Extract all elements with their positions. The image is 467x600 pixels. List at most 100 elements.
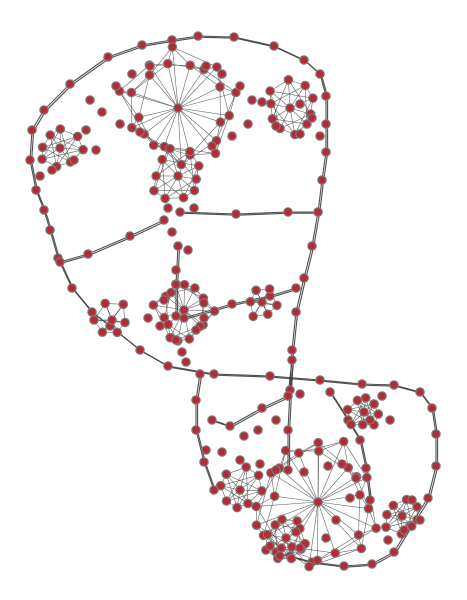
graph-node: [321, 533, 331, 543]
graph-edge: [197, 35, 235, 38]
graph-edge: [335, 527, 377, 554]
graph-edge: [177, 107, 217, 141]
graph-node: [389, 547, 399, 557]
graph-edge: [149, 74, 179, 109]
graph-edge: [237, 212, 290, 216]
graph-node: [357, 419, 368, 430]
graph-edge: [175, 245, 179, 285]
graph-edge: [274, 450, 286, 497]
graph-node: [83, 249, 93, 259]
graph-node: [126, 87, 137, 98]
graph-node: [308, 93, 318, 103]
graph-node: [362, 472, 372, 483]
graph-node: [253, 470, 264, 481]
graph-node: [299, 55, 309, 65]
graph-edge: [385, 499, 407, 528]
graph-node: [313, 207, 323, 217]
graph-node: [415, 515, 425, 525]
graph-node: [315, 69, 325, 79]
graph-node: [248, 311, 258, 322]
graph-node: [299, 273, 309, 283]
graph-edge: [167, 63, 179, 109]
graph-edge: [49, 135, 57, 167]
graph-node: [134, 112, 144, 123]
graph-edge: [45, 84, 72, 112]
graph-edge: [119, 90, 140, 118]
graph-edge: [195, 429, 205, 463]
graph-edge: [317, 467, 349, 503]
graph-edge: [167, 365, 215, 375]
graph-node: [171, 265, 181, 275]
graph-node: [191, 174, 201, 184]
graph-node: [269, 491, 280, 501]
graph-node: [383, 535, 393, 545]
graph-node: [251, 501, 262, 512]
graph-node: [148, 300, 159, 310]
graph-node: [221, 496, 232, 506]
graph-node: [323, 461, 333, 471]
graph-edge: [317, 476, 357, 503]
graph-node: [151, 171, 161, 181]
graph-node: [373, 409, 384, 419]
graph-edge: [317, 534, 359, 561]
graph-edge: [153, 304, 185, 311]
graph-edge: [161, 159, 166, 199]
graph-node: [345, 493, 355, 503]
graph-node: [159, 215, 169, 225]
graph-edge: [177, 107, 221, 123]
graph-node: [45, 225, 55, 235]
graph-node: [315, 131, 325, 141]
graph-node: [325, 387, 335, 397]
graph-node: [283, 465, 293, 475]
graph-node: [257, 97, 267, 107]
graph-node: [241, 462, 251, 472]
graph-node: [81, 125, 91, 135]
graph-edge: [231, 408, 264, 428]
graph-node: [285, 103, 295, 113]
graph-node: [369, 399, 379, 409]
graph-node: [72, 131, 83, 142]
graph-node: [118, 299, 129, 310]
graph-node: [295, 543, 305, 553]
graph-edge: [305, 247, 315, 280]
graph-edge: [293, 313, 299, 352]
graph-node: [175, 207, 185, 217]
graph-edge: [263, 501, 319, 536]
graph-edge: [71, 57, 110, 86]
graph-node: [69, 155, 79, 165]
graph-node: [45, 130, 55, 140]
graph-node: [207, 141, 217, 151]
graph-edge: [131, 92, 133, 128]
graph-node: [262, 309, 273, 319]
graph-node: [251, 285, 261, 296]
graph-node: [27, 125, 37, 135]
graph-node: [377, 391, 387, 401]
graph-edge: [138, 75, 150, 118]
graph-node: [209, 306, 220, 316]
graph-edge: [270, 472, 319, 503]
graph-edge: [141, 39, 173, 46]
graph-node: [295, 129, 305, 139]
graph-node: [287, 345, 297, 355]
graph-node: [331, 515, 341, 525]
graph-node: [181, 357, 191, 367]
graph-node: [103, 52, 113, 62]
graph-edge: [319, 379, 363, 385]
graph-edge: [229, 407, 263, 427]
graph-edge: [271, 376, 322, 382]
graph-node: [149, 185, 159, 196]
graph-node: [339, 561, 349, 571]
graph-node: [112, 327, 122, 338]
graph-edge: [56, 136, 78, 167]
graph-node: [283, 425, 293, 435]
graph-node: [166, 287, 176, 298]
graph-edge: [297, 279, 307, 314]
graph-edge: [317, 501, 362, 549]
graph-node: [300, 80, 310, 91]
graph-edge: [272, 118, 307, 125]
graph-node: [37, 154, 47, 164]
graph-edge: [50, 134, 84, 150]
graph-node: [217, 69, 227, 79]
graph-node: [115, 119, 125, 129]
graph-node: [313, 497, 323, 507]
